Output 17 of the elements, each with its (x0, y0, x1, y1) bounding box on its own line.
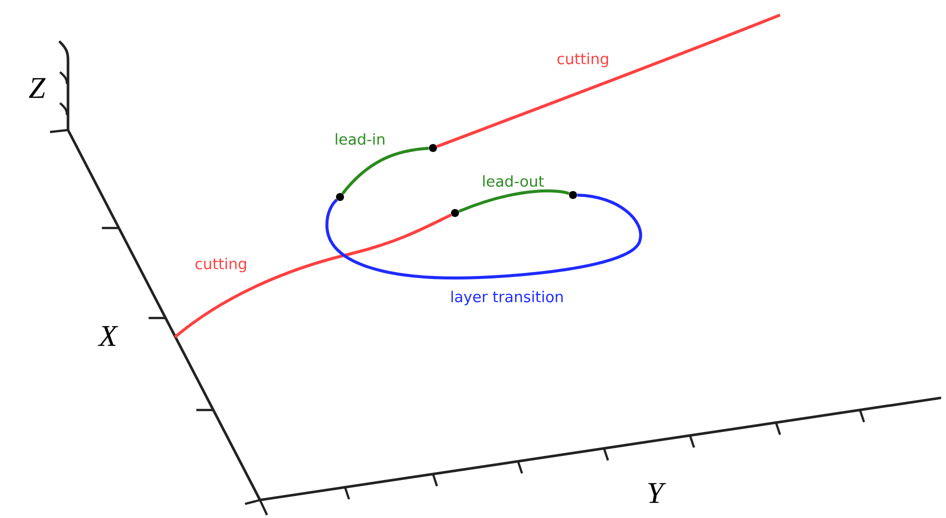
path-point (429, 144, 437, 152)
path-label: lead-in (336, 133, 384, 145)
axis-label: Y (648, 483, 666, 503)
path-label: cutting (195, 258, 246, 272)
path-label: layer transition (451, 290, 563, 306)
tool-path (325, 194, 642, 280)
axis-label: Z (29, 78, 46, 98)
path-label: cutting (557, 52, 608, 68)
tool-path (341, 146, 429, 195)
tool-path (436, 14, 781, 148)
axis-label: X (98, 326, 118, 346)
path-point (336, 193, 344, 201)
tool-path (458, 189, 570, 213)
path-point (451, 209, 459, 217)
path-point (569, 191, 577, 199)
tool-path (174, 213, 452, 338)
path-label: lead-out (483, 175, 544, 187)
